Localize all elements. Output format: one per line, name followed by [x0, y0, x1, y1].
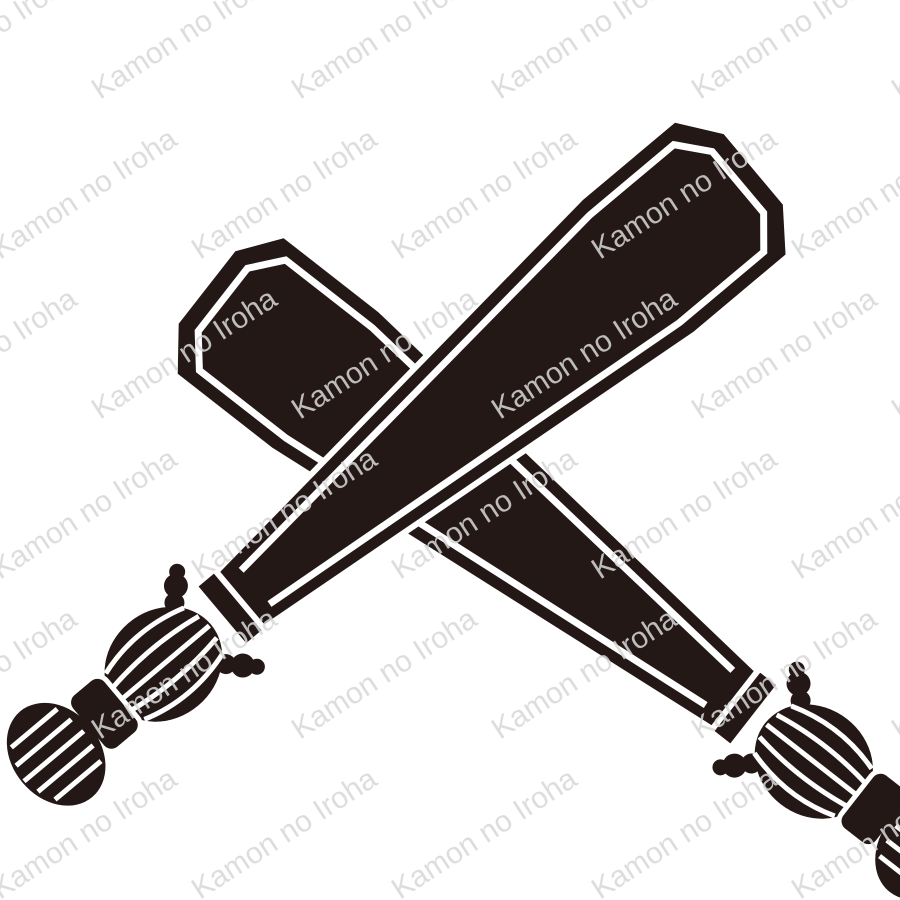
club-back-knot [712, 661, 811, 778]
club-back-inner-line [194, 256, 736, 708]
club-front-head [218, 122, 786, 627]
club-front-inner-line [238, 140, 768, 607]
club-front-tassel [6, 605, 225, 806]
club-back-collar [706, 664, 785, 752]
club-front-body [6, 122, 786, 806]
club-front-knot [163, 563, 265, 678]
club-front [6, 118, 790, 806]
club-front-collar [190, 565, 270, 652]
